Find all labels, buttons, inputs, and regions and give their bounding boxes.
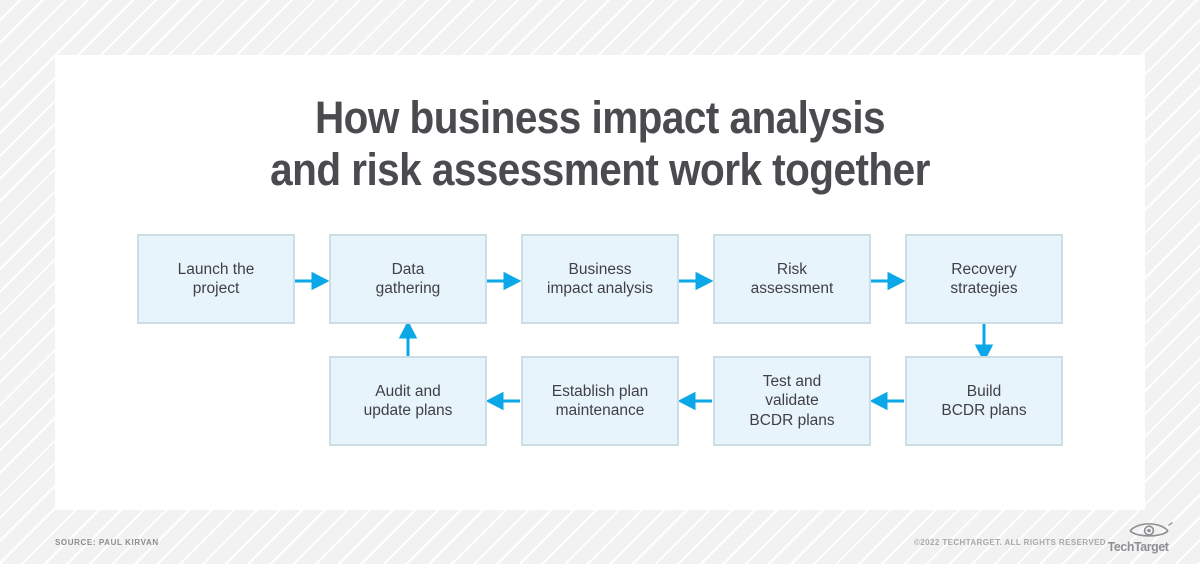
eye-icon (1129, 521, 1173, 537)
node-label: Test and validate BCDR plans (749, 372, 835, 429)
node-label: Audit and update plans (363, 382, 453, 420)
page-title: How business impact analysis and risk as… (110, 92, 1091, 196)
node-label: Risk assessment (750, 260, 834, 298)
process-flow-diagram: Launch the project Data gathering Busine… (55, 55, 1145, 510)
source-attribution: SOURCE: PAUL KIRVAN (55, 538, 159, 547)
node-test-and-validate-bcdr-plans[interactable]: Test and validate BCDR plans (713, 356, 871, 446)
node-build-bcdr-plans[interactable]: Build BCDR plans (905, 356, 1063, 446)
node-label: Data gathering (375, 260, 441, 298)
node-label: Establish plan maintenance (551, 382, 649, 420)
node-launch-the-project[interactable]: Launch the project (137, 234, 295, 324)
node-label: Build BCDR plans (941, 382, 1027, 420)
techtarget-logo: TechTarget (1106, 520, 1178, 554)
node-recovery-strategies[interactable]: Recovery strategies (905, 234, 1063, 324)
logo-wordmark: TechTarget (1107, 539, 1169, 554)
flow-arrows (295, 271, 994, 411)
node-risk-assessment[interactable]: Risk assessment (713, 234, 871, 324)
node-label: Launch the project (177, 260, 255, 298)
node-label: Business impact analysis (547, 260, 653, 298)
content-card: How business impact analysis and risk as… (55, 55, 1145, 510)
copyright-notice: ©2022 TECHTARGET. ALL RIGHTS RESERVED (914, 538, 1106, 547)
node-establish-plan-maintenance[interactable]: Establish plan maintenance (521, 356, 679, 446)
page-title-line-1: How business impact analysis (314, 92, 886, 143)
node-label: Recovery strategies (950, 260, 1018, 298)
node-audit-and-update-plans[interactable]: Audit and update plans (329, 356, 487, 446)
page-title-line-2: and risk assessment work together (270, 144, 930, 195)
node-data-gathering[interactable]: Data gathering (329, 234, 487, 324)
node-business-impact-analysis[interactable]: Business impact analysis (521, 234, 679, 324)
